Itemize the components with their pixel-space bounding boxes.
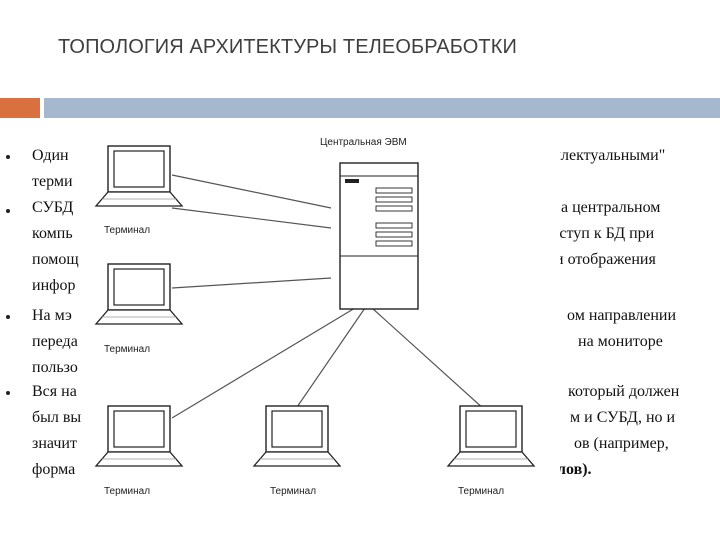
- network-diagram: Центральная ЭВМ Терминал Терминал Термин…: [90, 128, 560, 512]
- bullet-marker: [6, 391, 10, 395]
- slide-title: ТОПОЛОГИЯ АРХИТЕКТУРЫ ТЕЛЕОБРАБОТКИ: [58, 36, 517, 58]
- bullet-1-line-2-left: терми: [32, 173, 73, 190]
- terminal-label: Терминал: [270, 486, 317, 497]
- bullet-2-line-2-right: оступ к БД при: [551, 225, 655, 242]
- bullet-2-line-1-right: а центральном: [561, 199, 661, 216]
- bullet-4-line-4-right: лов).: [557, 461, 592, 478]
- terminal-label: Терминал: [104, 225, 151, 236]
- bullet-marker: [6, 315, 10, 319]
- bullet-3-line-3-left: пользо: [32, 359, 78, 376]
- bullet-4-line-1-left: Вся на: [32, 383, 77, 400]
- terminal-label: Терминал: [104, 486, 151, 497]
- bullet-2-line-2-left: компь: [32, 225, 73, 242]
- bullet-list: Один ллектуальными" терми СУБД а централ…: [0, 146, 720, 506]
- accent-band-blue: [44, 98, 720, 118]
- server-label: Центральная ЭВМ: [320, 137, 407, 148]
- bullet-4-line-3-right: ов (например,: [574, 435, 669, 452]
- terminal-label: Терминал: [458, 486, 505, 497]
- bullet-4-line-2-right: м и СУБД, но и: [570, 409, 676, 426]
- bullet-4-line-3-left: значит: [32, 435, 77, 452]
- terminal-icon: [253, 405, 341, 467]
- bullet-3-line-2-right: на мониторе: [578, 333, 663, 350]
- bullet-3-line-2-left: переда: [32, 333, 78, 350]
- bullet-4-line-4-left: форма: [32, 461, 76, 478]
- bullet-2-line-3-left: помощ: [32, 251, 79, 268]
- accent-band-orange: [0, 98, 40, 118]
- bullet-4-line-2-left: был вы: [32, 409, 82, 426]
- terminal-icon: [95, 405, 183, 467]
- bullet-1-line-1-right: ллектуальными": [553, 147, 666, 164]
- bullet-marker: [6, 155, 10, 159]
- connection-lines: [171, 174, 486, 419]
- topology-figure: [95, 145, 535, 467]
- bullet-4-line-1-right: который должен: [568, 383, 680, 400]
- terminal-label: Терминал: [104, 344, 151, 355]
- bullet-2-line-4-left: инфор: [32, 277, 76, 294]
- terminal-icon: [95, 145, 183, 207]
- terminal-icon: [95, 263, 183, 325]
- bullet-2-line-3-right: и отображения: [555, 251, 656, 268]
- bullet-1-line-1-left: Один: [32, 147, 69, 164]
- server-icon: [339, 162, 419, 310]
- bullet-3-line-1-right: ом направлении: [567, 307, 677, 324]
- bullet-2-line-1-left: СУБД: [32, 199, 74, 216]
- bullet-3-line-1-left: На мэ: [32, 307, 72, 324]
- bullet-marker: [6, 209, 10, 213]
- terminal-icon: [447, 405, 535, 467]
